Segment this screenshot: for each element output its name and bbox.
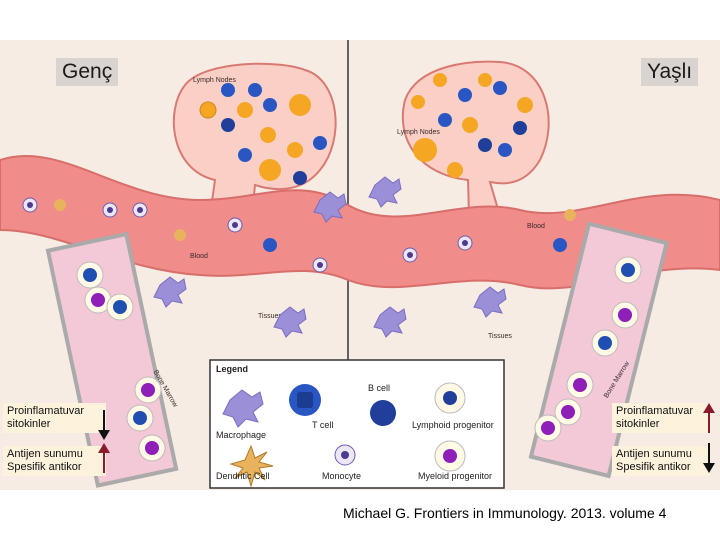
right-antigen-line2: Spesifik antikor xyxy=(616,461,691,473)
right-proinflammatory-note: Proinflamatuvar sitokinler xyxy=(612,403,710,433)
legend-myeloid-progenitor: Myeloid progenitor xyxy=(418,471,492,481)
left-down-arrow xyxy=(98,410,110,440)
right-marrow-cells xyxy=(534,256,642,442)
right-proinflammatory-line1: Proinflamatuvar xyxy=(616,405,694,417)
svg-text:Lymph Nodes: Lymph Nodes xyxy=(193,77,236,84)
left-lymph-cells xyxy=(199,83,327,185)
svg-text:Tissues: Tissues xyxy=(488,333,512,340)
right-up-arrow xyxy=(703,403,715,433)
left-antigen-line1: Antijen sunumu xyxy=(7,448,83,460)
legend-dendritic-cell: Dendritic Cell xyxy=(216,471,270,481)
left-proinflammatory-note: Proinflamatuvar sitokinler xyxy=(3,403,106,433)
right-lymph-cells xyxy=(411,73,533,178)
right-antigen-note: Antijen sunumu Spesifik antikor xyxy=(612,446,710,476)
legend-b-cell: B cell xyxy=(368,383,390,393)
right-proinflammatory-line2: sitokinler xyxy=(616,418,660,430)
left-antigen-line2: Spesifik antikor xyxy=(7,461,82,473)
legend-monocyte: Monocyte xyxy=(322,471,361,481)
right-lymph-node: Lymph Nodes xyxy=(397,60,550,251)
legend-macrophage: Macrophage xyxy=(216,430,266,440)
svg-text:Blood: Blood xyxy=(527,223,545,230)
right-panel-title: Yaşlı xyxy=(641,58,699,86)
legend-title: Legend xyxy=(216,364,248,374)
blood-cells xyxy=(22,197,576,273)
right-antigen-line1: Antijen sunumu xyxy=(616,448,692,460)
left-panel-title: Genç xyxy=(56,58,119,86)
legend-lymphoid-progenitor: Lymphoid progenitor xyxy=(412,420,494,430)
tissue-macrophages xyxy=(153,176,507,338)
svg-text:Lymph Nodes: Lymph Nodes xyxy=(397,129,440,136)
right-down-arrow xyxy=(703,443,715,473)
left-proinflammatory-line1: Proinflamatuvar xyxy=(7,405,85,417)
citation-text: Michael G. Frontiers in Immunology. 2013… xyxy=(343,505,667,521)
legend-t-cell: T cell xyxy=(312,420,333,430)
left-marrow-cells xyxy=(76,261,166,462)
left-proinflammatory-line2: sitokinler xyxy=(7,418,51,430)
blood-vessel xyxy=(0,154,720,290)
svg-text:Blood: Blood xyxy=(190,253,208,260)
legend: Legend Macrophage T cell B cell Lymphoid… xyxy=(209,359,505,489)
left-antigen-note: Antijen sunumu Spesifik antikor xyxy=(3,446,106,476)
svg-text:Tissues: Tissues xyxy=(258,313,282,320)
left-up-arrow xyxy=(98,443,110,473)
